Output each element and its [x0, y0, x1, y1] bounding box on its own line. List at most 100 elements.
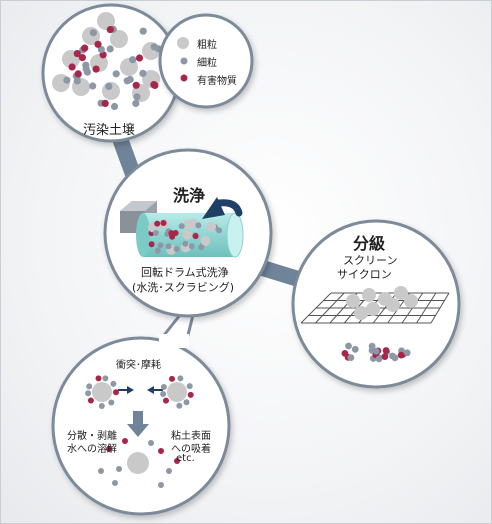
legend-harmful-label: 有害物質 [197, 76, 237, 87]
fine-particle [112, 480, 118, 486]
coarse-particle [127, 452, 149, 474]
coarse-particle [386, 298, 400, 312]
fine-particle [345, 342, 352, 350]
harmful-particle [94, 40, 102, 48]
fine-particle [198, 244, 205, 251]
coarse-particle [167, 382, 187, 402]
rotation-arrow-icon [215, 199, 243, 217]
fine-particle [148, 440, 154, 446]
fine-particle [98, 403, 105, 409]
fine-particle [176, 402, 183, 409]
coarse-particle [366, 302, 380, 316]
fine-particle [123, 77, 131, 85]
drum-particles [147, 218, 223, 255]
harmful-particle [113, 389, 119, 396]
classify-method-line2: サイクロン [337, 268, 392, 281]
fine-particle [89, 82, 97, 90]
coarse-particle [404, 294, 418, 308]
harmful-particle [160, 220, 167, 226]
fine-particle [177, 375, 184, 382]
wash-node [103, 148, 273, 318]
legend-coarse-label: 粗粒 [197, 40, 217, 51]
harmful-particle [68, 63, 76, 71]
harmful-particle [92, 65, 100, 73]
soil-title: 汚染土壌 [83, 123, 136, 138]
fine-particle [98, 468, 104, 474]
fine-particle [389, 352, 396, 360]
harmful-particle [106, 26, 114, 34]
detail-adsorb-line2: への吸着 [171, 444, 211, 455]
legend-fine-label: 細粒 [197, 58, 217, 69]
fine-particle [188, 243, 195, 250]
harmful-particle [154, 220, 161, 227]
fine-particle [89, 29, 97, 37]
fine-particle [82, 65, 90, 73]
detail-particles [85, 375, 194, 488]
soil-node [41, 3, 181, 143]
coarse-particle [346, 294, 360, 308]
fine-particle [129, 56, 137, 64]
fine-particle [372, 347, 380, 355]
harmful-particle [168, 230, 175, 237]
detail-disperse-line2: 水への溶解 [67, 444, 117, 455]
fine-particle [139, 69, 147, 77]
fine-particle [139, 27, 147, 35]
coarse-particle [110, 30, 128, 48]
harmful-particle [132, 81, 140, 89]
classify-title: 分級 [353, 234, 386, 253]
drum-icon [136, 212, 244, 258]
harmful-particle [78, 54, 86, 62]
coarse-particle [200, 235, 211, 246]
fine-particle [375, 355, 383, 363]
detail-disperse-line1: 分散・剥離 [67, 431, 117, 442]
harmful-particle [106, 446, 112, 452]
detail-adsorb-line1: 粘土表面 [171, 431, 211, 442]
detail-adsorb-line3: etc. [176, 453, 195, 464]
down-arrow [127, 411, 149, 437]
fine-particle [351, 345, 359, 353]
detail-node [51, 289, 231, 516]
fine-particle [178, 223, 185, 230]
fine-particle [112, 70, 120, 78]
legend-node [158, 13, 254, 109]
fine-particle [173, 246, 180, 252]
harmful-particle [151, 81, 159, 89]
fine-particle [158, 482, 164, 488]
coarse-particle [354, 306, 368, 320]
harmful-particle [148, 241, 155, 248]
fine-particle [150, 43, 158, 51]
coarse-particle [206, 221, 217, 232]
fine-particle [102, 375, 109, 382]
fine-particle [85, 390, 92, 397]
wash-method-line1: 回転ドラム式洗浄 [141, 266, 229, 279]
fine-particle [132, 99, 140, 108]
harmful-particle [81, 44, 89, 52]
fine-particle [160, 391, 167, 397]
coarse-particle [394, 286, 408, 300]
harmful-particle [87, 397, 94, 404]
screen-particles [346, 286, 418, 320]
harmful-particle [382, 347, 390, 354]
legend-coarse-swatch [177, 37, 189, 49]
harmful-particle [397, 351, 405, 359]
fine-particle [186, 383, 193, 390]
fine-particle [152, 230, 159, 236]
fine-particle [86, 383, 93, 390]
coarse-particle [97, 12, 115, 30]
classify-method-line1: スクリーン [343, 254, 398, 267]
harmful-particle [174, 458, 180, 464]
fine-particle [154, 247, 161, 254]
fine-particle [116, 466, 122, 472]
wash-method-line2: (水洗･スクラビング) [132, 281, 235, 294]
coarse-particle [182, 229, 193, 240]
fine-particle [157, 242, 164, 249]
fine-particle [195, 222, 202, 229]
fine-particle [105, 82, 113, 90]
harmful-particle [341, 350, 349, 357]
fine-particle [160, 384, 167, 390]
fine-particle [108, 399, 115, 406]
fine-particle [106, 45, 114, 53]
fine-particle [347, 354, 355, 361]
fine-particle [183, 399, 190, 406]
